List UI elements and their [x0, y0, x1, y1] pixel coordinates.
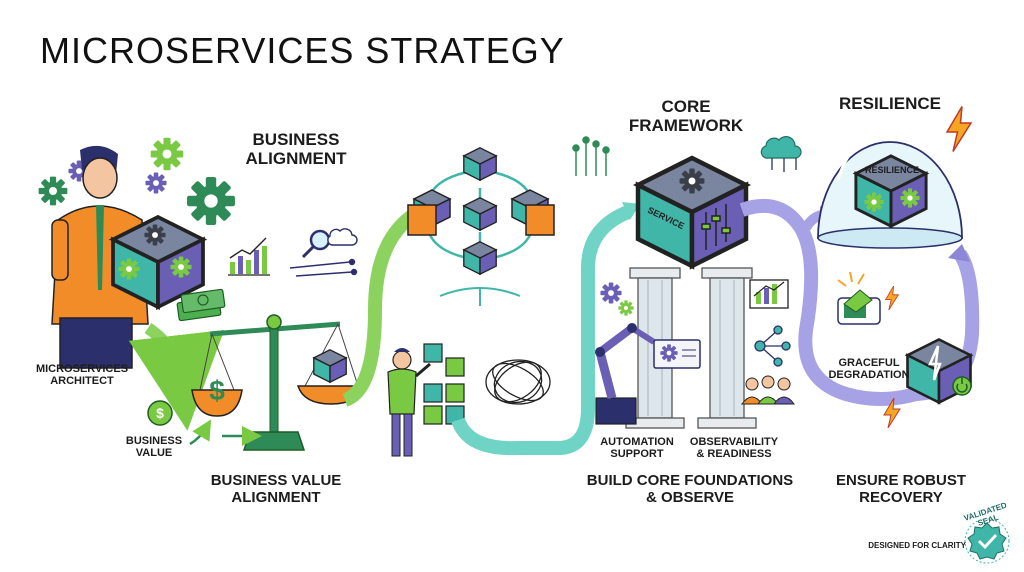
magnifier-icon [301, 229, 331, 259]
step-label-ensure-robust-recovery: ENSURE ROBUST RECOVERY [835, 472, 966, 506]
monitor-panel [653, 339, 701, 369]
degradation-cube [906, 338, 972, 404]
dollar-icon: $ [147, 400, 173, 426]
svg-text:$: $ [156, 405, 164, 421]
bar-chart-icon [749, 279, 789, 309]
label-observability-readiness: OBSERVABILITY & READINESS [689, 436, 779, 461]
money-icon [176, 288, 226, 322]
flow-arrow [128, 323, 225, 431]
lightning-icon [885, 286, 899, 310]
lightning-icon [946, 106, 972, 152]
circuit-icon [572, 136, 610, 176]
label-automation-support: AUTOMATION SUPPORT [600, 436, 674, 461]
network-icon [754, 325, 791, 367]
bar-chart-icon [228, 237, 270, 276]
circuit-breaker-icon [837, 271, 881, 325]
gear-icon [187, 177, 235, 225]
gear-icon [150, 137, 184, 171]
core-service-cube [638, 158, 746, 266]
footer-designed-for-clarity: DESIGNED FOR CLARITY [868, 541, 966, 550]
flow-arrow [739, 199, 918, 406]
service-network [407, 147, 555, 306]
flow-arrow [451, 205, 631, 456]
cloud-icon [760, 136, 802, 172]
people-icon [741, 375, 795, 405]
label-graceful-degradation: GRACEFUL DEGRADATION [828, 357, 910, 382]
page-title: MICROSERVICES STRATEGY [40, 30, 565, 71]
label-resilience-box: RESILIENCE [864, 165, 919, 175]
section-label-business-alignment: BUSINESS ALIGNMENT [245, 130, 347, 169]
section-label-resilience: RESILIENCE [838, 94, 942, 113]
gear-icon [145, 172, 167, 194]
check-seal-icon [964, 518, 1010, 564]
label-microservices-architect: MICROSERVICES ARCHITECT [35, 363, 129, 388]
step-label-build-core-foundations: BUILD CORE FOUNDATIONS & OBSERVE [586, 472, 794, 506]
gear-icon [38, 176, 68, 206]
robot-arm [595, 323, 656, 425]
flow-arrow [342, 208, 420, 407]
cube-stack [423, 343, 465, 425]
developer-figure [387, 348, 431, 457]
network-lines [289, 258, 358, 277]
pillar [697, 267, 757, 429]
label-business-value: BUSINESS VALUE [125, 435, 183, 460]
step-label-business-value-alignment: BUSINESS VALUE ALIGNMENT [210, 472, 342, 506]
gear-icon [600, 282, 622, 304]
gear-icon [618, 300, 634, 316]
resilience-dome [817, 132, 963, 249]
cloud-icon [327, 228, 358, 246]
tangled-monolith [485, 359, 551, 405]
section-label-core-framework: CORE FRAMEWORK [628, 97, 744, 136]
dollar-icon: $ [209, 375, 225, 406]
